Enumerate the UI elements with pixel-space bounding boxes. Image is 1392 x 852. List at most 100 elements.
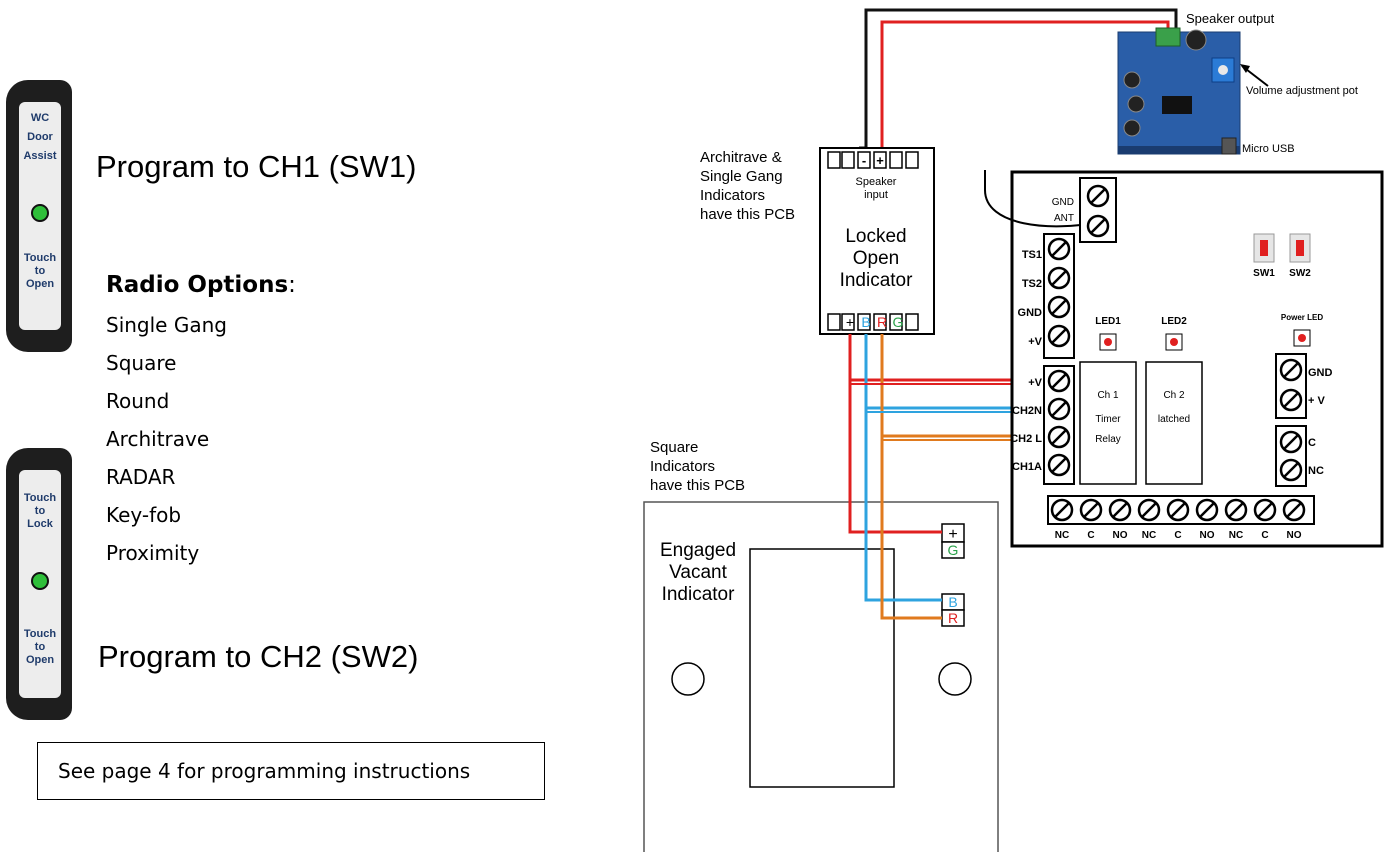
screw-icon (1047, 324, 1071, 348)
led1-label: LED1 (1095, 316, 1121, 327)
remote-text-line: Touch (23, 252, 57, 264)
relay2-label: latched (1158, 414, 1190, 425)
pin-r: R (877, 314, 887, 330)
screw-icon (1047, 425, 1071, 449)
remote-faceplate: WC Door Assist Touch to Open (19, 102, 61, 330)
screw-icon (1253, 498, 1277, 522)
screw-icon (1279, 388, 1303, 412)
screw-icon (1279, 358, 1303, 382)
radio-option: Proximity (106, 541, 200, 565)
remote-text-line: Assist (23, 150, 57, 162)
radio-option: RADAR (106, 465, 176, 489)
architrave-bottom-pins (827, 313, 919, 331)
remote-faceplate: Touch to Lock Touch to Open (19, 470, 61, 698)
bottom-terminal-label: C (1261, 530, 1268, 541)
remote-led-icon (31, 572, 49, 590)
remote-text-line: Lock (27, 518, 53, 530)
chip-icon (1162, 96, 1192, 114)
remote-text-line: Touch (23, 492, 57, 504)
screw-slash (1051, 401, 1067, 417)
gnd-power-label: GND (1308, 367, 1333, 379)
relay-ch1 (1079, 361, 1137, 485)
remote-text-line: Door (27, 131, 53, 143)
mounting-hole-icon (671, 662, 705, 696)
screw-icon (1282, 498, 1306, 522)
screw-icon (1047, 237, 1071, 261)
wire-orange-square (880, 436, 942, 620)
bottom-terminal-label: NO (1113, 530, 1128, 541)
screw-slash (1257, 502, 1273, 518)
svg-text:Indicator: Indicator (662, 584, 736, 605)
v-left-label: +V (1028, 336, 1042, 348)
screw-icon (1137, 498, 1161, 522)
pin-plus-bottom: + (846, 314, 854, 330)
svg-text:Single Gang: Single Gang (700, 168, 783, 185)
program-ch1-label: Program to CH1 (SW1) (96, 149, 417, 184)
capacitor-icon (1185, 29, 1207, 51)
screw-slash (1170, 502, 1186, 518)
radio-option: Architrave (106, 427, 210, 451)
wire-blue-square (864, 408, 942, 602)
radio-options-title: Radio Options (106, 272, 289, 298)
radio-options: Radio Options: Single Gang Square Round … (106, 270, 296, 572)
pin-g: G (893, 314, 904, 330)
ts1-label: TS1 (1022, 249, 1042, 261)
screw-icon (1108, 498, 1132, 522)
relay1-label: Relay (1095, 434, 1121, 445)
screw-icon (1166, 498, 1190, 522)
speaker-terminal-icon (1155, 27, 1181, 47)
screw-slash (1283, 362, 1299, 378)
wc-door-assist-remote: WC Door Assist Touch to Open (6, 80, 72, 352)
usb-port-icon (1221, 137, 1237, 155)
wire-red-square (848, 380, 942, 534)
remote-text-line: Touch (23, 628, 57, 640)
remote-text-line: WC (30, 112, 50, 124)
speaker-output-label: Speaker output (1186, 11, 1275, 26)
screw-icon (1086, 214, 1110, 238)
square-title: Engaged Vacant Indicator (660, 540, 736, 605)
screw-icon (1224, 498, 1248, 522)
screw-slash (1083, 502, 1099, 518)
screw-slash (1051, 429, 1067, 445)
wire-blue (864, 334, 1018, 410)
capacitor-icon (1123, 71, 1141, 89)
screw-icon (1047, 397, 1071, 421)
capacitor-icon (1123, 119, 1141, 137)
bottom-terminal-label: C (1174, 530, 1181, 541)
screw-icon (1050, 498, 1074, 522)
bottom-terminal-label: NO (1200, 530, 1215, 541)
remote-text-line: Open (25, 278, 55, 290)
radio-option: Key-fob (106, 503, 182, 527)
dip-switch-icons (1253, 233, 1311, 263)
ant-terminals (1079, 177, 1117, 243)
square-pin-plus: + (948, 526, 957, 543)
radio-option: Single Gang (106, 313, 227, 337)
square-pcb (643, 501, 999, 852)
volume-pot-label: Volume adjustment pot (1246, 85, 1358, 97)
screw-slash (1141, 502, 1157, 518)
bottom-terminal-label: NC (1055, 530, 1069, 541)
mounting-hole-icon (938, 662, 972, 696)
wire-red (848, 334, 1018, 382)
screw-slash (1199, 502, 1215, 518)
square-pin-r: R (948, 610, 958, 626)
ch1a-label: CH1A (1012, 461, 1042, 473)
square-pin-b: B (948, 594, 957, 610)
nc-label: NC (1308, 465, 1324, 477)
svg-text:Engaged: Engaged (660, 540, 736, 561)
led2-label: LED2 (1161, 316, 1187, 327)
square-inner-pcb (749, 548, 895, 788)
remote-text-line: to (34, 641, 46, 653)
screw-slash (1283, 434, 1299, 450)
screw-slash (1051, 299, 1067, 315)
architrave-top-pins (827, 151, 919, 169)
svg-text:Indicators: Indicators (650, 458, 715, 475)
screw-slash (1051, 373, 1067, 389)
screw-icon (1047, 266, 1071, 290)
relay1-label: Timer (1095, 414, 1121, 425)
svg-text:Open: Open (853, 248, 899, 269)
gnd-label: GND (1052, 197, 1074, 208)
led-icons (1099, 329, 1311, 351)
screw-slash (1051, 328, 1067, 344)
square-caption: Square Indicators have this PCB (650, 439, 745, 494)
